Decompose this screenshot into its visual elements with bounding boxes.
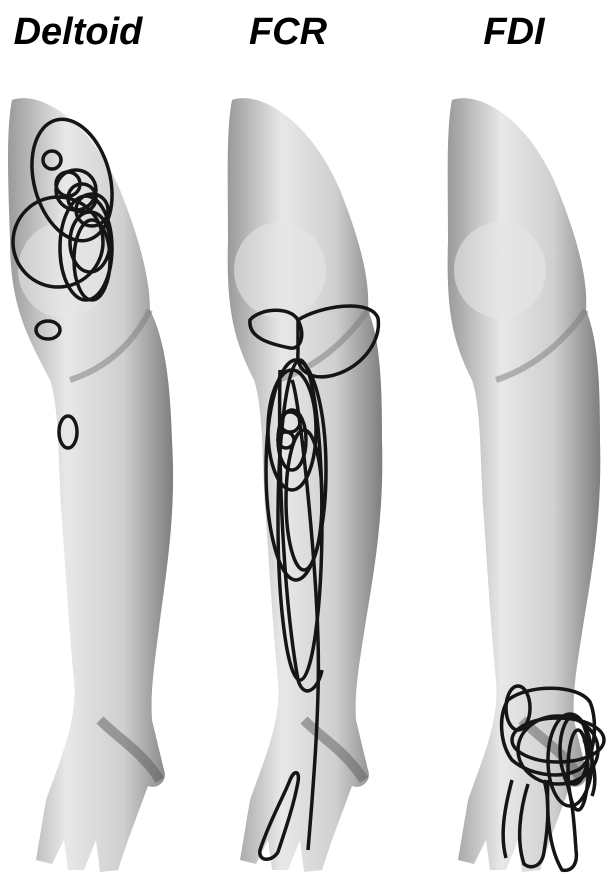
panel-title-fcr: FCR (188, 8, 388, 56)
arm-silhouette (8, 98, 173, 872)
panel-deltoid: Deltoid (0, 0, 200, 874)
panel-fcr: FCR (200, 0, 400, 874)
arm-silhouette (228, 98, 383, 872)
panel-fdi: FDI (408, 0, 608, 874)
shoulder-shade (454, 222, 546, 318)
shoulder-shade (234, 222, 326, 318)
arm-figure-deltoid (0, 80, 200, 874)
panel-title-fdi: FDI (414, 8, 608, 56)
arm-figure-fdi (408, 80, 608, 874)
panel-title-deltoid: Deltoid (0, 8, 178, 56)
arm-figure-fcr (200, 80, 400, 874)
